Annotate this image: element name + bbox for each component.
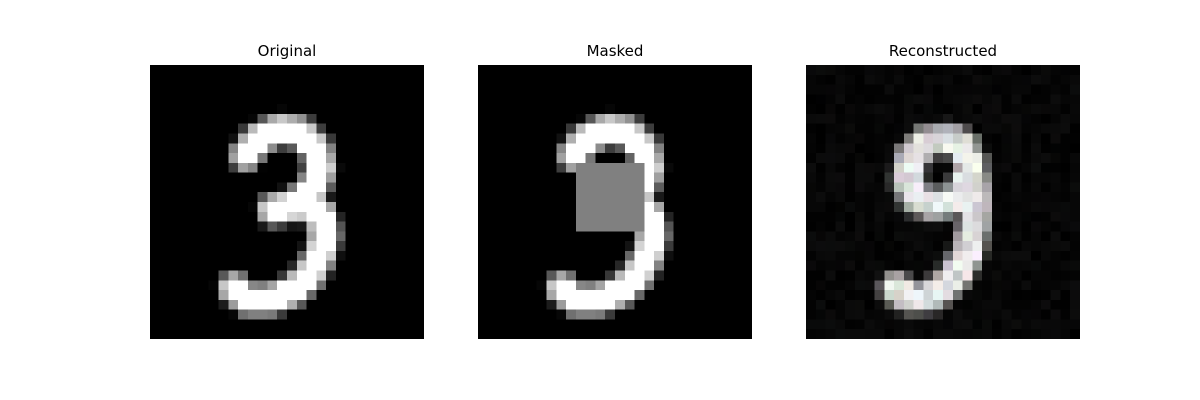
reconstructed-digit-image bbox=[806, 65, 1080, 339]
panel-title-original: Original bbox=[257, 42, 317, 60]
panel-title-masked: Masked bbox=[586, 42, 644, 60]
original-digit-image bbox=[150, 65, 424, 339]
panel-title-reconstructed: Reconstructed bbox=[888, 42, 998, 60]
masked-digit-image bbox=[478, 65, 752, 339]
